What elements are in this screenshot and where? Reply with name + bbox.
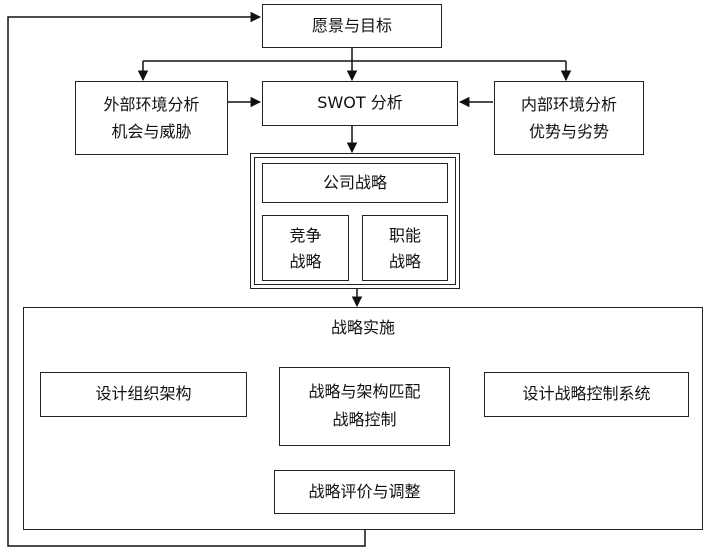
company-strategy-box: 公司战略 <box>262 163 448 203</box>
feedback-loop-arrow <box>7 11 366 547</box>
internal-analysis-box: 内部环境分析 优势与劣势 <box>494 81 644 155</box>
functional-strategy-line1: 职能 <box>388 226 421 245</box>
design-control-system-box: 设计战略控制系统 <box>484 372 689 417</box>
strategy-structure-match-line1: 战略与架构匹配 <box>308 382 421 401</box>
design-org-structure-label: 设计组织架构 <box>95 384 192 403</box>
strategy-implementation-label: 战略实施 <box>330 318 395 337</box>
functional-strategy-line2: 战略 <box>388 252 421 271</box>
strategy-evaluation-box: 战略评价与调整 <box>274 470 455 514</box>
competitive-strategy-line1: 竞争 <box>289 226 322 245</box>
strategy-evaluation-label: 战略评价与调整 <box>308 482 421 501</box>
strategy-structure-match-line2: 战略控制 <box>332 410 397 429</box>
swot-analysis-label: SWOT 分析 <box>317 93 403 112</box>
external-analysis-box: 外部环境分析 机会与威胁 <box>75 81 228 155</box>
strategy-structure-match-box: 战略与架构匹配 战略控制 <box>279 367 450 446</box>
internal-analysis-line1: 内部环境分析 <box>520 95 617 114</box>
competitive-strategy-line2: 战略 <box>289 252 322 271</box>
vision-goals-label: 愿景与目标 <box>311 16 392 35</box>
internal-analysis-line2: 优势与劣势 <box>528 122 609 141</box>
design-control-system-label: 设计战略控制系统 <box>522 384 651 403</box>
vision-goals-box: 愿景与目标 <box>262 4 442 48</box>
external-analysis-line1: 外部环境分析 <box>103 95 200 114</box>
company-strategy-label: 公司战略 <box>322 173 387 192</box>
competitive-strategy-box: 竞争 战略 <box>262 215 349 281</box>
external-analysis-line2: 机会与威胁 <box>111 122 192 141</box>
design-org-structure-box: 设计组织架构 <box>40 372 247 417</box>
functional-strategy-box: 职能 战略 <box>362 215 448 281</box>
swot-analysis-box: SWOT 分析 <box>262 81 458 126</box>
